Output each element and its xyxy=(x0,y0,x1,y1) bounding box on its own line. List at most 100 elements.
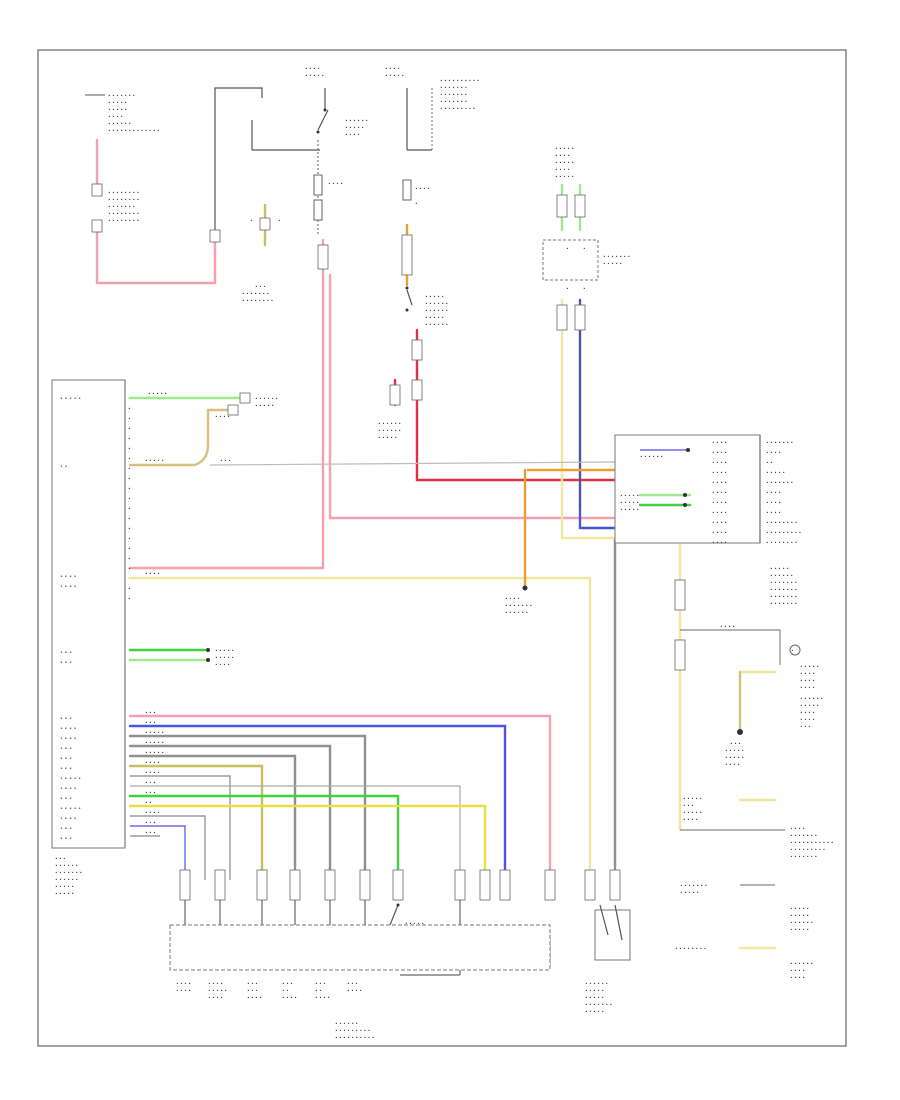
svg-text:• • • • • •: • • • • • • xyxy=(425,302,448,307)
right-sensors: • • • • • • • • • • • • • • • • • • • • … xyxy=(674,543,834,981)
svg-text:• • • • • • • •: • • • • • • • • xyxy=(675,947,706,952)
svg-text:• • • • • • •: • • • • • • • xyxy=(790,855,817,860)
svg-text:• • • • • • •: • • • • • • • xyxy=(108,94,135,99)
svg-text:•: • xyxy=(278,219,281,224)
svg-text:• • • • • • •: • • • • • • • xyxy=(108,205,135,210)
svg-text:•: • xyxy=(583,287,586,292)
fuse-relay-area: • • • • • • • • • • • • • • • • • • • • … xyxy=(242,67,479,304)
svg-text:• • • • • • • •: • • • • • • • • xyxy=(766,541,797,546)
svg-text:• • • • • • • •: • • • • • • • • xyxy=(108,191,139,196)
svg-text:• • • • • •: • • • • • • xyxy=(425,323,448,328)
svg-text:• • • • •: • • • • • xyxy=(145,751,164,756)
power-wire-right xyxy=(328,273,617,520)
svg-text:• • • • • • •: • • • • • • • xyxy=(766,481,793,486)
svg-text:•: • xyxy=(566,287,569,292)
svg-text:• • • •: • • • • xyxy=(60,726,77,732)
svg-text:• • • •: • • • • xyxy=(712,451,727,456)
svg-text:• • • • •: • • • • • xyxy=(790,928,809,933)
svg-text:• • • • •: • • • • • xyxy=(725,756,744,761)
svg-text:• • • • • • • • • •: • • • • • • • • • • xyxy=(440,79,479,84)
cluster-wire-1 xyxy=(560,298,617,540)
svg-text:• • • • • •: • • • • • • xyxy=(345,119,368,124)
svg-text:• • • •: • • • • xyxy=(60,584,77,590)
svg-text:• • • •: • • • • xyxy=(712,471,727,476)
svg-text:• • • •: • • • • xyxy=(108,115,123,120)
svg-text:• • •: • • • xyxy=(145,781,156,786)
svg-text:• • •: • • • xyxy=(60,756,72,762)
svg-text:• • • •: • • • • xyxy=(176,982,191,987)
svg-text:• • •: • • • xyxy=(60,826,72,832)
svg-text:•: • xyxy=(128,577,131,582)
svg-text:•: • xyxy=(128,467,131,472)
svg-text:• • • •: • • • • xyxy=(766,451,781,456)
svg-text:• • • • •: • • • • • xyxy=(255,404,274,409)
svg-text:• • • • • • •: • • • • • • • xyxy=(55,871,82,876)
svg-text:• • • • •: • • • • • xyxy=(148,392,167,397)
svg-text:• • • • • • • • •: • • • • • • • • • xyxy=(440,107,475,112)
svg-text:• • • • • •: • • • • • • xyxy=(255,397,278,402)
svg-text:• • •: • • • xyxy=(60,766,72,772)
svg-text:•: • xyxy=(128,587,131,592)
svg-text:• • • •: • • • • xyxy=(305,67,320,72)
svg-text:• •: • • xyxy=(145,801,152,806)
svg-text:• • • •: • • • • xyxy=(145,771,160,776)
svg-text:• • • • •: • • • • • xyxy=(766,471,785,476)
svg-text:• • • • •: • • • • • xyxy=(620,494,639,499)
svg-text:• • •: • • • xyxy=(282,982,293,987)
svg-text:• • •: • • • xyxy=(145,831,156,836)
svg-text:• • •: • • • xyxy=(247,989,258,994)
svg-text:• • •: • • • xyxy=(145,711,156,716)
svg-text:• •: • • xyxy=(315,989,322,994)
svg-text:•: • xyxy=(128,597,131,602)
svg-text:• • • •: • • • • xyxy=(145,572,160,577)
svg-text:• • • • • • • •: • • • • • • • • xyxy=(766,521,797,526)
instrument-cluster: • • • • • • • • • • • • • • • • • • • • … xyxy=(542,147,630,292)
svg-text:• • • • • • •: • • • • • • • xyxy=(770,581,797,586)
svg-text:•: • xyxy=(128,487,131,492)
svg-text:• • • •: • • • • xyxy=(800,718,815,723)
svg-text:• • • • •: • • • • • xyxy=(790,907,809,912)
svg-text:•: • xyxy=(128,557,131,562)
svg-text:• • • •: • • • • xyxy=(208,996,223,1001)
svg-text:• • • • • •: • • • • • • xyxy=(335,1022,358,1027)
svg-text:• • • • • •: • • • • • • xyxy=(585,982,608,987)
svg-text:• • • •: • • • • xyxy=(766,491,781,496)
svg-text:• • • •: • • • • xyxy=(176,989,191,994)
svg-text:• • •: • • • xyxy=(255,285,266,290)
svg-text:• • • • • •: • • • • • • xyxy=(55,878,78,883)
svg-text:• • • •: • • • • xyxy=(60,816,77,822)
svg-text:• • • •: • • • • xyxy=(415,187,430,192)
svg-text:• • • • •: • • • • • xyxy=(555,161,574,166)
svg-text:• • • • • •: • • • • • • xyxy=(770,574,793,579)
svg-text:•: • xyxy=(128,547,131,552)
svg-text:• • • • •: • • • • • xyxy=(585,1010,604,1015)
svg-text:• • • •: • • • • xyxy=(555,168,570,173)
svg-text:• • • • •: • • • • • xyxy=(305,74,324,79)
svg-text:• • • • • • •: • • • • • • • xyxy=(585,1003,612,1008)
svg-text:• • • • •: • • • • • xyxy=(683,797,702,802)
svg-text:• • •: • • • xyxy=(60,836,72,842)
module-wires: • • • • • • • • • • • • • • • • • • • • … xyxy=(128,392,617,892)
svg-text:• • • • • • •: • • • • • • • xyxy=(770,595,797,600)
svg-text:• • • •: • • • • xyxy=(215,663,230,668)
svg-text:•: • xyxy=(128,417,131,422)
svg-text:• • • •: • • • • xyxy=(60,736,77,742)
svg-text:• • •: • • • xyxy=(145,791,156,796)
svg-text:•: • xyxy=(128,497,131,502)
svg-text:• • • • •: • • • • • xyxy=(620,508,639,513)
svg-text:• • • • •: • • • • • xyxy=(145,459,164,464)
svg-text:• • • •: • • • • xyxy=(247,996,262,1001)
svg-text:• • • •: • • • • xyxy=(505,597,520,602)
svg-text:•: • xyxy=(128,477,131,482)
svg-text:• • • •: • • • • xyxy=(766,511,781,516)
ignition-switch: • • • • • • • • • • • • • • • • • • • • … xyxy=(378,223,617,482)
svg-text:• • • • • • •: • • • • • • • xyxy=(603,255,630,260)
svg-text:• • • •: • • • • xyxy=(800,672,815,677)
svg-text:• • • • •: • • • • • xyxy=(60,396,81,402)
svg-text:• • • • •: • • • • • xyxy=(405,922,424,927)
svg-text:• • • •: • • • • xyxy=(790,827,805,832)
svg-text:• • • • •: • • • • • xyxy=(585,989,604,994)
svg-text:• • • • •: • • • • • xyxy=(680,891,699,896)
svg-text:• • • • • • •: • • • • • • • xyxy=(440,93,467,98)
